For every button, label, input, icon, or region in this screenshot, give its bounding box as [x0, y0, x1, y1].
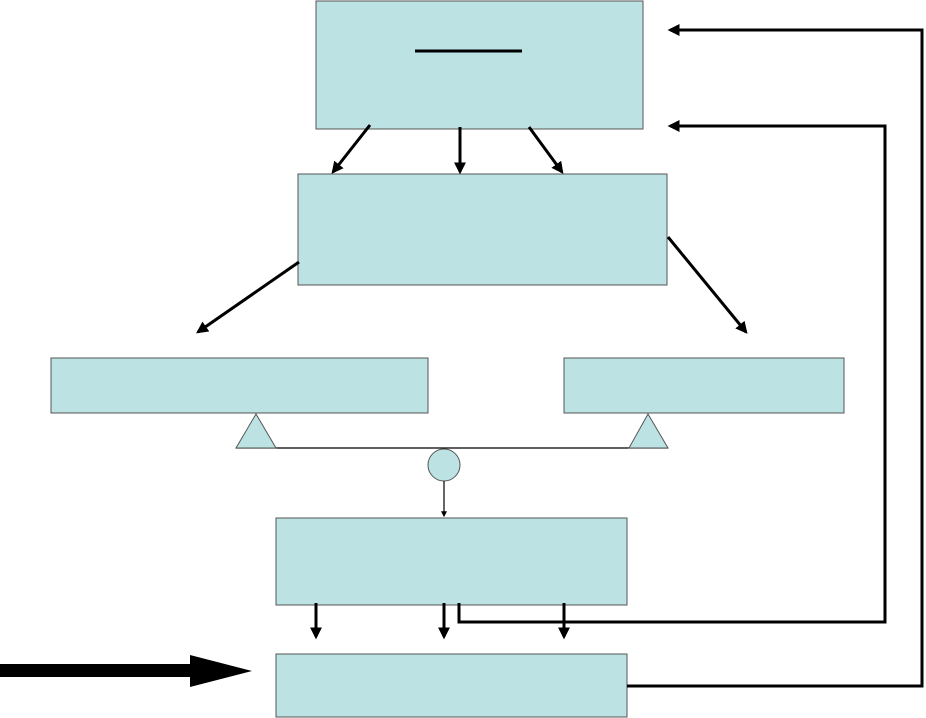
right-triangle-support — [628, 412, 669, 449]
input-arrow-shaft — [0, 664, 192, 677]
arrow-to-right-pan — [666, 236, 748, 334]
fourth-box — [275, 517, 628, 606]
feedback-loop-outer — [627, 24, 924, 688]
left-triangle-support — [235, 413, 277, 449]
left-pan-box — [50, 357, 429, 414]
arrow-to-left-pan — [196, 260, 300, 334]
input-arrow-head — [190, 655, 252, 687]
second-box — [297, 173, 668, 286]
right-pan-box — [563, 357, 845, 414]
arrow-top-left — [331, 124, 372, 174]
arrow-top-right — [527, 126, 564, 174]
fulcrum-circle — [427, 448, 461, 482]
top-box — [315, 0, 644, 130]
bottom-box — [275, 653, 628, 718]
feedback-loop-inner — [457, 120, 887, 624]
